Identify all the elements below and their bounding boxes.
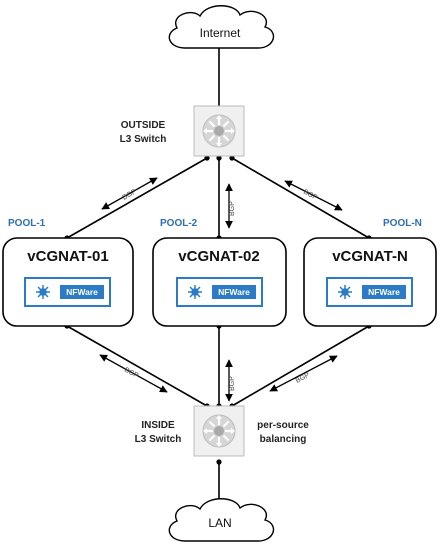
node-title: vCGNAT-02 <box>178 248 259 265</box>
bgp-arrow-4 <box>99 354 168 393</box>
internet-cloud: Internet <box>168 5 275 49</box>
cloud-icon <box>168 5 275 49</box>
l3-switch-icon <box>202 114 236 148</box>
bgp-label-2: BGP <box>229 201 236 216</box>
logo-text: NFWare <box>218 287 250 297</box>
link-node3-inside <box>231 325 370 407</box>
lan-cloud: LAN <box>168 498 275 542</box>
node-title: vCGNAT-N <box>332 248 408 265</box>
balancing-label-1: per-source <box>257 420 309 431</box>
bgp-label-6: BGP <box>295 371 312 384</box>
node-vcgnat-02: vCGNAT-02 NFWare <box>152 237 287 327</box>
cloud-icon <box>168 498 275 542</box>
outside-switch-label-1: OUTSIDE <box>121 120 166 131</box>
lan-label: LAN <box>208 516 231 530</box>
pool-label-2: POOL-2 <box>160 218 198 229</box>
nfware-logo-icon: NFWare <box>326 277 413 307</box>
internet-label: Internet <box>200 26 241 40</box>
nfware-logo-icon: NFWare <box>24 277 111 307</box>
bgp-arrows <box>99 177 343 402</box>
logo-text: NFWare <box>368 287 400 297</box>
node-vcgnat-01: vCGNAT-01 NFWare <box>2 237 134 327</box>
l3-switch-icon <box>202 414 236 448</box>
node-title: vCGNAT-01 <box>27 248 108 265</box>
pool-label-1: POOL-1 <box>8 218 46 229</box>
nfware-logo-icon: NFWare <box>176 277 263 307</box>
bgp-label-4: BGP <box>123 367 140 380</box>
outside-switch-label-2: L3 Switch <box>120 134 167 145</box>
bgp-arrow-6 <box>269 355 338 392</box>
inside-switch <box>193 405 245 457</box>
bgp-label-5: BGP <box>229 376 236 391</box>
logo-text: NFWare <box>66 287 98 297</box>
balancing-label-2: balancing <box>260 434 307 445</box>
inside-switch-label-2: L3 Switch <box>135 434 182 445</box>
bgp-arrow-3 <box>284 180 343 211</box>
link-outside-node3 <box>231 157 370 239</box>
pool-label-3: POOL-N <box>383 218 422 229</box>
node-vcgnat-n: vCGNAT-N NFWare <box>303 237 437 327</box>
inside-switch-label-1: INSIDE <box>141 420 175 431</box>
bgp-arrow-1 <box>101 177 158 210</box>
link-node1-inside <box>66 325 208 407</box>
outside-switch <box>193 105 245 157</box>
